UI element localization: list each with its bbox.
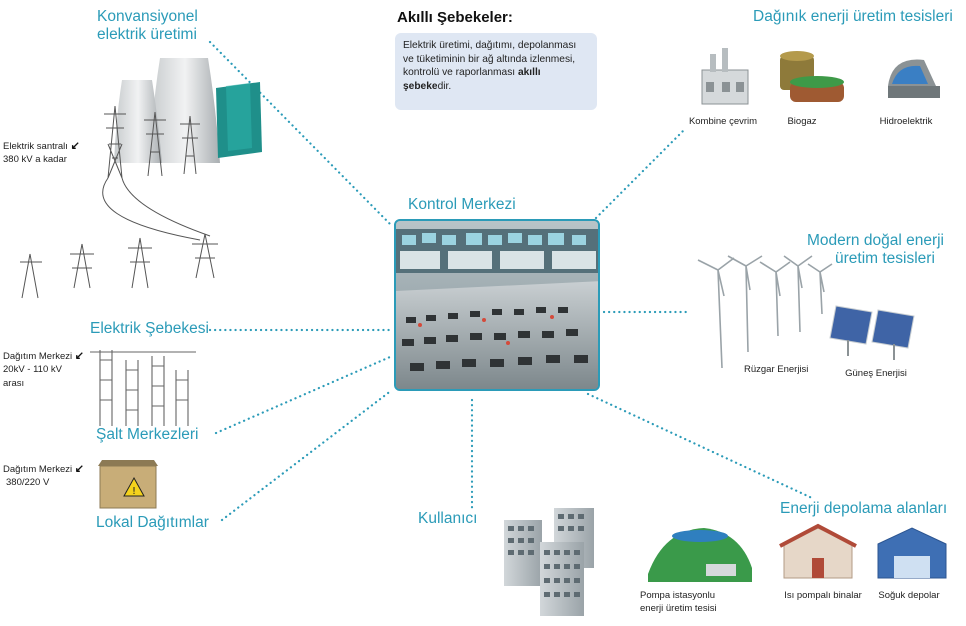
distribution-note-line1: Dağıtım Merkezi ↙: [3, 350, 84, 363]
power-plant-illustration: [20, 58, 262, 299]
link-local: [220, 388, 394, 522]
page-title: Akıllı Şebekeler:: [397, 9, 513, 26]
heat-pump-label: Isı pompalı binalar: [784, 590, 862, 601]
biogas-icon: [780, 51, 844, 102]
solar-panel-icon: [829, 305, 915, 360]
distribution-note-line3: arası: [3, 378, 25, 389]
local-note-text1: Dağıtım Merkezi: [3, 464, 73, 475]
power-plant-note-line1: Elektrik santralı ↙: [3, 140, 80, 153]
consumer-title: Kullanıcı: [418, 510, 478, 527]
link-storage: [586, 392, 814, 500]
distributed-title: Dağınık enerji üretim tesisleri: [753, 8, 953, 25]
conventional-title-line1: Konvansiyonel: [97, 8, 198, 25]
solar-label: Güneş Enerjisi: [845, 368, 907, 379]
control-room-image: [394, 219, 600, 391]
hydro-label: Hidroelektrik: [879, 116, 933, 127]
conventional-title-line2: elektrik üretimi: [97, 26, 197, 43]
pumped-storage-label-line2: enerji üretim tesisi: [640, 603, 717, 614]
local-note-line2: 380/220 V: [6, 477, 50, 488]
local-note-line1: Dağıtım Merkezi ↙: [3, 463, 84, 476]
distribution-note-line2: 20kV - 110 kV: [3, 364, 62, 375]
local-distribution-title: Lokal Dağıtımlar: [96, 514, 209, 531]
cold-storage-icon: [877, 527, 947, 579]
arrow-icon: ↙: [70, 140, 80, 152]
storage-title: Enerji depolama alanları: [780, 500, 948, 517]
info-box: Elektrik üretimi, dağıtımı, depolanması …: [395, 33, 597, 110]
link-distributed: [594, 126, 688, 220]
substation-illustration: [90, 350, 196, 426]
hydro-icon: [888, 59, 940, 98]
distribution-note-text1: Dağıtım Merkezi: [3, 351, 73, 362]
switch-center-title: Şalt Merkezleri: [96, 426, 199, 443]
pumped-storage-label-line1: Pompa istasyonlu: [640, 590, 715, 601]
info-bold: akıllı şebeke: [403, 67, 541, 92]
transformer-box-illustration: !: [98, 460, 158, 509]
buildings-illustration: [504, 508, 594, 616]
modern-title-line2: üretim tesisleri: [835, 250, 935, 267]
pumped-hydro-icon: [648, 528, 752, 582]
wind-solar-illustration: [697, 255, 915, 369]
info-text: Elektrik üretimi, dağıtımı, depolanması …: [403, 40, 577, 79]
wind-label: Rüzgar Enerjisi: [744, 364, 809, 375]
control-room-illustration: [396, 221, 598, 389]
heat-pump-building-icon: [779, 523, 857, 579]
storage-illustration: [648, 523, 947, 582]
info-suffix: dir.: [437, 80, 452, 92]
biogas-label: Biogaz: [787, 116, 817, 127]
arrow-icon: ↙: [74, 463, 85, 475]
distributed-plants-illustration: [701, 48, 940, 105]
modern-title-line1: Modern doğal enerji: [807, 232, 945, 249]
arrow-icon: ↙: [74, 350, 85, 362]
grid-title: Elektrik Şebekesi: [90, 320, 209, 337]
svg-text:!: !: [132, 486, 136, 497]
combined-cycle-icon: [701, 48, 749, 105]
power-plant-note-line2: 380 kV a kadar: [3, 154, 67, 165]
link-switch: [214, 355, 392, 435]
cold-storage-label: Soğuk depolar: [878, 590, 940, 601]
control-center-title: Kontrol Merkezi: [408, 196, 516, 213]
combined-cycle-label: Kombine çevrim: [688, 116, 758, 127]
power-plant-note-text1: Elektrik santralı: [3, 141, 68, 152]
